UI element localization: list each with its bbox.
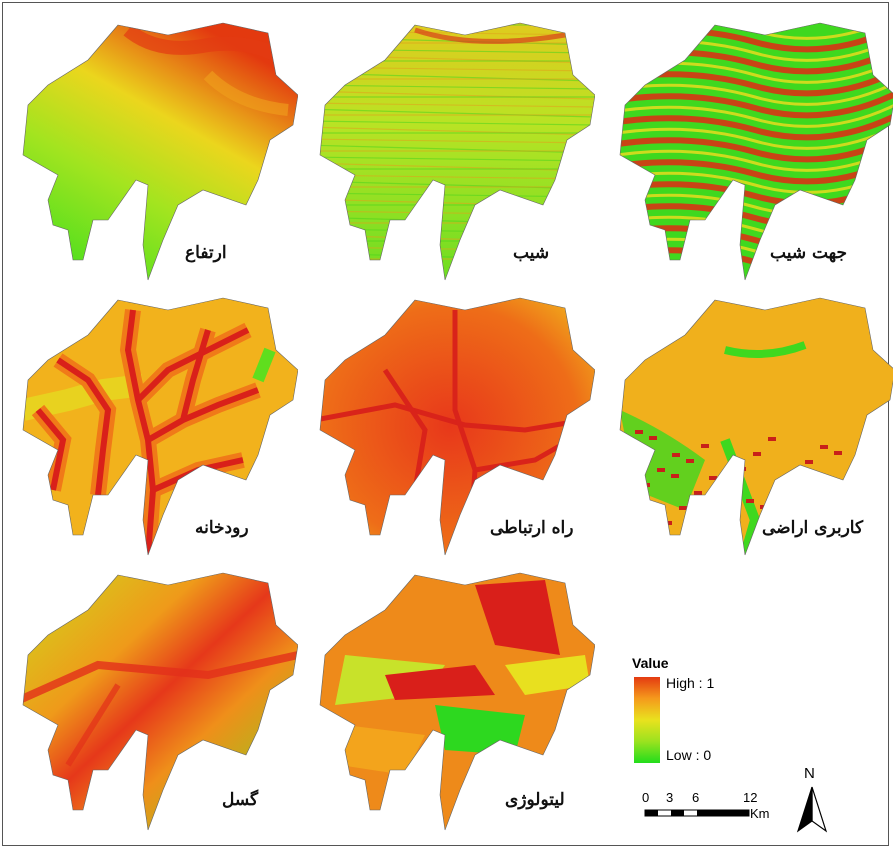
map-river (22, 297, 298, 556)
map-slope (319, 22, 595, 281)
panel-label-elevation: ارتفاع (185, 243, 227, 263)
map-panel-slope (305, 15, 595, 287)
legend-color-ramp (634, 677, 660, 763)
scale-unit: Km (750, 806, 770, 821)
map-elevation (22, 22, 298, 281)
map-road (319, 297, 595, 556)
map-aspect (619, 22, 893, 281)
map-panel-elevation (8, 15, 298, 287)
legend-low-label: Low : 0 (666, 747, 712, 763)
legend: Value High : 1 Low : 0 (632, 655, 752, 775)
map-panel-river (8, 290, 298, 562)
north-letter: N (804, 765, 815, 782)
panel-label-river: رودخانه (195, 518, 249, 538)
legend-title: Value (632, 655, 669, 671)
panel-label-fault: گسل (222, 790, 259, 810)
map-panel-lithology (305, 565, 595, 837)
panel-label-landuse: کاربری اراضی (762, 518, 864, 538)
map-fault (22, 572, 298, 831)
panel-label-aspect: جهت شیب (770, 243, 848, 263)
scale-tick-3: 3 (666, 790, 674, 805)
panel-label-road: راه ارتباطی (490, 518, 574, 538)
map-panel-road (305, 290, 595, 562)
panel-label-slope: شیب (513, 243, 550, 263)
north-arrow: N (795, 765, 829, 835)
map-panel-fault (8, 565, 298, 837)
scale-tick-0: 0 (642, 790, 650, 805)
scale-bar: 0 3 6 12 Km (640, 790, 790, 834)
panel-label-lithology: لیتولوژی (505, 790, 565, 810)
map-panel-aspect (605, 15, 893, 287)
map-lithology (319, 572, 595, 831)
map-panel-landuse (605, 290, 893, 562)
legend-high-label: High : 1 (666, 675, 715, 691)
scale-bar-graphic (644, 809, 750, 817)
north-arrow-icon (796, 786, 828, 833)
scale-tick-6: 6 (692, 790, 700, 805)
scale-tick-12: 12 (743, 790, 758, 805)
map-landuse (619, 297, 893, 556)
